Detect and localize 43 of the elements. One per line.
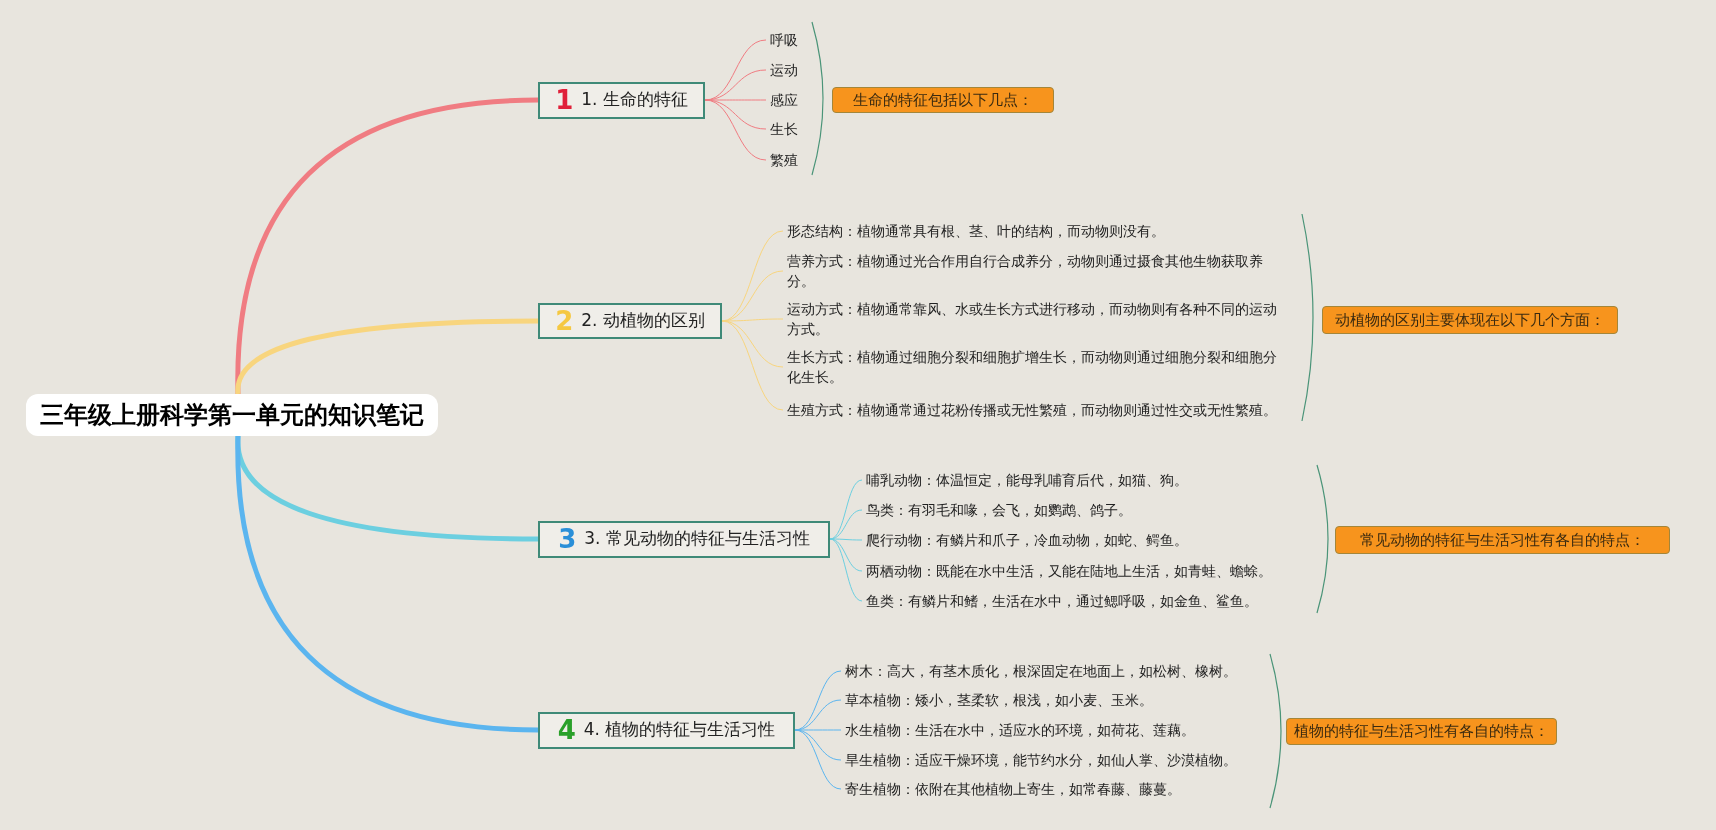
subtopic-text: 生长 [766, 119, 798, 139]
topic-box [538, 711, 795, 749]
subtopic-text: 生长方式：植物通过细胞分裂和细胞扩增生长，而动物则通过细胞分裂和细胞分化生长。 [783, 347, 1283, 387]
connector-line [794, 729, 842, 790]
topic-box [538, 303, 722, 339]
connector-line [704, 99, 767, 161]
subtopic-text: 哺乳动物：体温恒定，能母乳哺育后代，如猫、狗。 [862, 470, 1188, 490]
number-marker: 3 [558, 526, 577, 552]
topic-box [538, 81, 705, 119]
summary-box: 生命的特征包括以下几点： [832, 87, 1054, 113]
topic-title: 3. 常见动物的特征与生活习性 [584, 527, 810, 551]
number-marker: 1 [555, 87, 574, 113]
subtopic-text: 鸟类：有羽毛和喙，会飞，如鹦鹉、鸽子。 [862, 500, 1132, 520]
subtopic-text: 运动 [766, 60, 798, 80]
subtopic-text: 寄生植物：依附在其他植物上寄生，如常春藤、藤蔓。 [841, 779, 1181, 799]
branch-connector [235, 435, 539, 733]
summary-box: 植物的特征与生活习性有各自的特点： [1286, 717, 1557, 745]
connector-line [721, 320, 784, 411]
subtopic-text: 形态结构：植物通常具有根、茎、叶的结构，而动物则没有。 [783, 221, 1283, 241]
subtopic-text: 爬行动物：有鳞片和爪子，冷血动物，如蛇、鳄鱼。 [862, 530, 1188, 550]
subtopic-text: 生殖方式：植物通常通过花粉传播或无性繁殖，而动物则通过性交或无性繁殖。 [783, 400, 1283, 420]
topic-title: 1. 生命的特征 [581, 88, 688, 112]
subtopic-text: 鱼类：有鳞片和鳍，生活在水中，通过鳃呼吸，如金鱼、鲨鱼。 [862, 591, 1258, 611]
subtopic-text: 树木：高大，有茎木质化，根深固定在地面上，如松树、橡树。 [841, 661, 1237, 681]
branch-connector [235, 318, 539, 395]
topic-title: 2. 动植物的区别 [581, 309, 705, 333]
subtopic-text: 感应 [766, 90, 798, 110]
summary-box: 常见动物的特征与生活习性有各自的特点： [1335, 526, 1670, 554]
subtopic-text: 水生植物：生活在水中，适应水的环境，如荷花、莲藕。 [841, 720, 1195, 740]
topic-title: 4. 植物的特征与生活习性 [583, 718, 776, 742]
subtopic-text: 运动方式：植物通常靠风、水或生长方式进行移动，而动物则有各种不同的运动方式。 [783, 299, 1283, 339]
subtopic-text: 草本植物：矮小，茎柔软，根浅，如小麦、玉米。 [841, 690, 1153, 710]
subtopic-text: 呼吸 [766, 30, 798, 50]
subtopic-text: 繁殖 [766, 150, 798, 170]
subtopic-text: 两栖动物：既能在水中生活，又能在陆地上生活，如青蛙、蟾蜍。 [862, 561, 1272, 581]
subtopic-text: 旱生植物：适应干燥环境，能节约水分，如仙人掌、沙漠植物。 [841, 750, 1237, 770]
summary-box: 动植物的区别主要体现在以下几个方面： [1322, 306, 1618, 334]
subtopic-text: 营养方式：植物通过光合作用自行合成养分，动物则通过摄食其他生物获取养分。 [783, 251, 1283, 291]
number-marker: 2 [555, 308, 574, 334]
number-marker: 4 [557, 717, 576, 743]
central-topic: 三年级上册科学第一单元的知识笔记 [26, 394, 438, 436]
connector-line [829, 538, 863, 602]
topic-box [538, 520, 830, 558]
